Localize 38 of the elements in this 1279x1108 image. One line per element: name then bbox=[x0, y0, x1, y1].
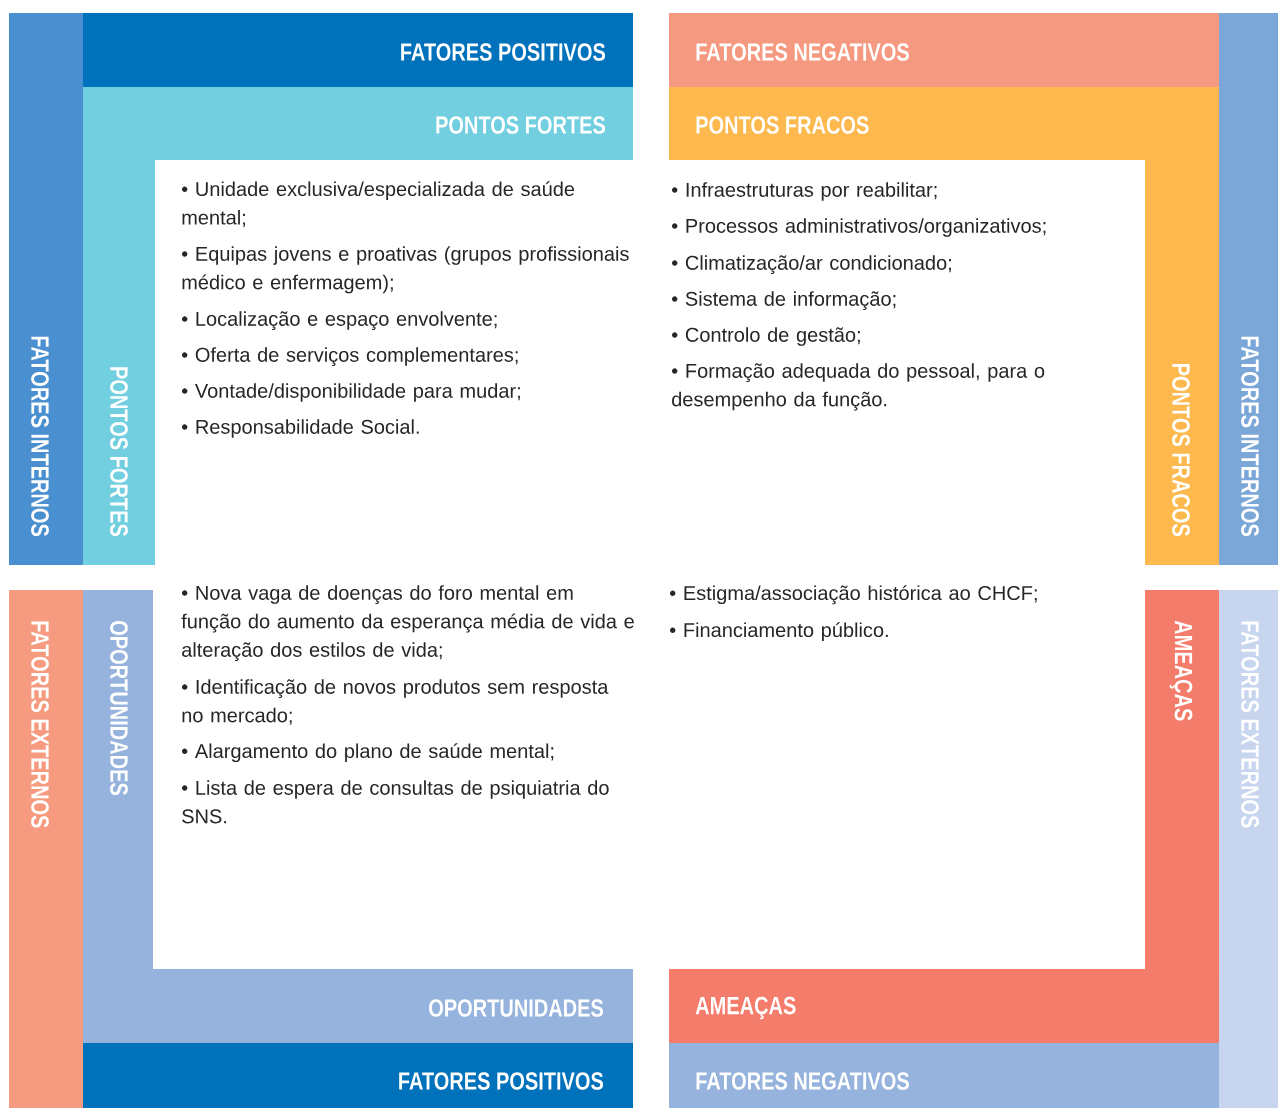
header-band: AMEAÇAS bbox=[669, 969, 1219, 1043]
bullet-item: • Controlo de gestão; bbox=[672, 327, 860, 346]
bullet-item: • Localização e espaço envolvente; bbox=[182, 311, 497, 330]
side-band: FATORES EXTERNOS bbox=[9, 590, 83, 1108]
bullet-item: • Climatização/ar condicionado; bbox=[672, 255, 951, 274]
header-band: PONTOS FRACOS bbox=[669, 87, 1219, 160]
header-band: FATORES POSITIVOS bbox=[83, 1043, 633, 1108]
node-label: PONTOS FORTES bbox=[110, 367, 128, 537]
side-band: FATORES INTERNOS bbox=[9, 13, 83, 565]
side-band: PONTOS FORTES bbox=[83, 160, 155, 565]
bullet-item: • Financiamento público. bbox=[670, 622, 888, 642]
bullet-item: • Estigma/associação histórica ao CHCF; bbox=[670, 585, 1037, 605]
bullet-item: • Alargamento do plano de saúde mental; bbox=[182, 743, 554, 763]
bullet-item: • Nova vaga de doenças do foro mental em função do aumento da esperança média de vida e alteração dos estilos de vida; bbox=[181, 585, 634, 661]
header-band: FATORES NEGATIVOS bbox=[669, 13, 1219, 87]
header-band: FATORES POSITIVOS bbox=[83, 13, 633, 87]
bullet-item: • Formação adequada do pessoal, para o desempenho da função. bbox=[672, 363, 1045, 411]
side-band: FATORES EXTERNOS bbox=[1219, 590, 1278, 1108]
header-band: OPORTUNIDADES bbox=[83, 969, 633, 1043]
bullet-item: • Unidade exclusiva/especializada de saúde mental; bbox=[182, 181, 575, 227]
side-band: PONTOS FRACOS bbox=[1145, 160, 1219, 565]
side-band: AMEAÇAS bbox=[1145, 590, 1219, 969]
bullet-item: • Equipas jovens e proativas (grupos profissionais médico e enfermagem); bbox=[182, 246, 629, 294]
node-label: OPORTUNIDADES bbox=[110, 621, 128, 795]
bullet-item: • Processos administrativos/organizativos; bbox=[672, 218, 1046, 237]
bullet-item: • Responsabilidade Social. bbox=[182, 419, 419, 438]
bullet-item: • Sistema de informação; bbox=[672, 291, 896, 310]
bullet-item: • Oferta de serviços complementares; bbox=[182, 347, 518, 366]
bullet-item: • Lista de espera de consultas de psiquiatria do SNS. bbox=[182, 780, 609, 824]
node-label: PONTOS FRACOS bbox=[1172, 364, 1190, 537]
side-band: OPORTUNIDADES bbox=[83, 590, 153, 969]
header-band: PONTOS FORTES bbox=[83, 87, 633, 160]
bullet-item: • Identificação de novos produtos sem resposta no mercado; bbox=[182, 679, 609, 725]
side-band: FATORES INTERNOS bbox=[1219, 13, 1278, 565]
bullet-item: • Vontade/disponibilidade para mudar; bbox=[182, 383, 520, 402]
node-label: AMEAÇAS bbox=[1169, 620, 1193, 721]
bullet-item: • Infraestruturas por reabilitar; bbox=[672, 182, 937, 201]
header-band: FATORES NEGATIVOS bbox=[669, 1043, 1219, 1108]
